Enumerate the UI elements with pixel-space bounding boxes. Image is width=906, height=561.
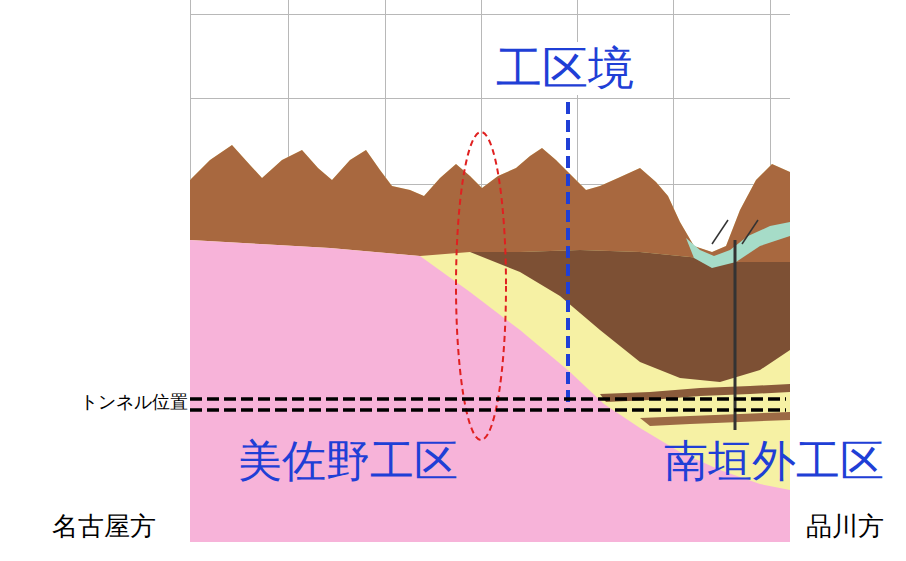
focus-ellipse xyxy=(456,132,506,440)
lower-layer xyxy=(640,412,790,426)
tunnel-label: トンネル位置 xyxy=(2,392,190,413)
section-name: 南垣外工区 xyxy=(662,436,886,487)
boundary-label: 工区境 xyxy=(494,42,636,95)
tunnel-line xyxy=(190,408,786,412)
tunnel-line xyxy=(190,397,786,401)
fault-line xyxy=(742,220,758,244)
direction-label: 名古屋方 xyxy=(50,512,158,542)
borehole-line xyxy=(734,240,737,430)
surface-deposit xyxy=(686,222,790,268)
section-name: 美佐野工区 xyxy=(236,436,460,487)
direction-label: 品川方 xyxy=(804,512,886,542)
boundary-line xyxy=(566,102,570,411)
fault-line xyxy=(712,220,728,244)
granite-body xyxy=(190,240,790,542)
surface-layer xyxy=(190,145,790,262)
